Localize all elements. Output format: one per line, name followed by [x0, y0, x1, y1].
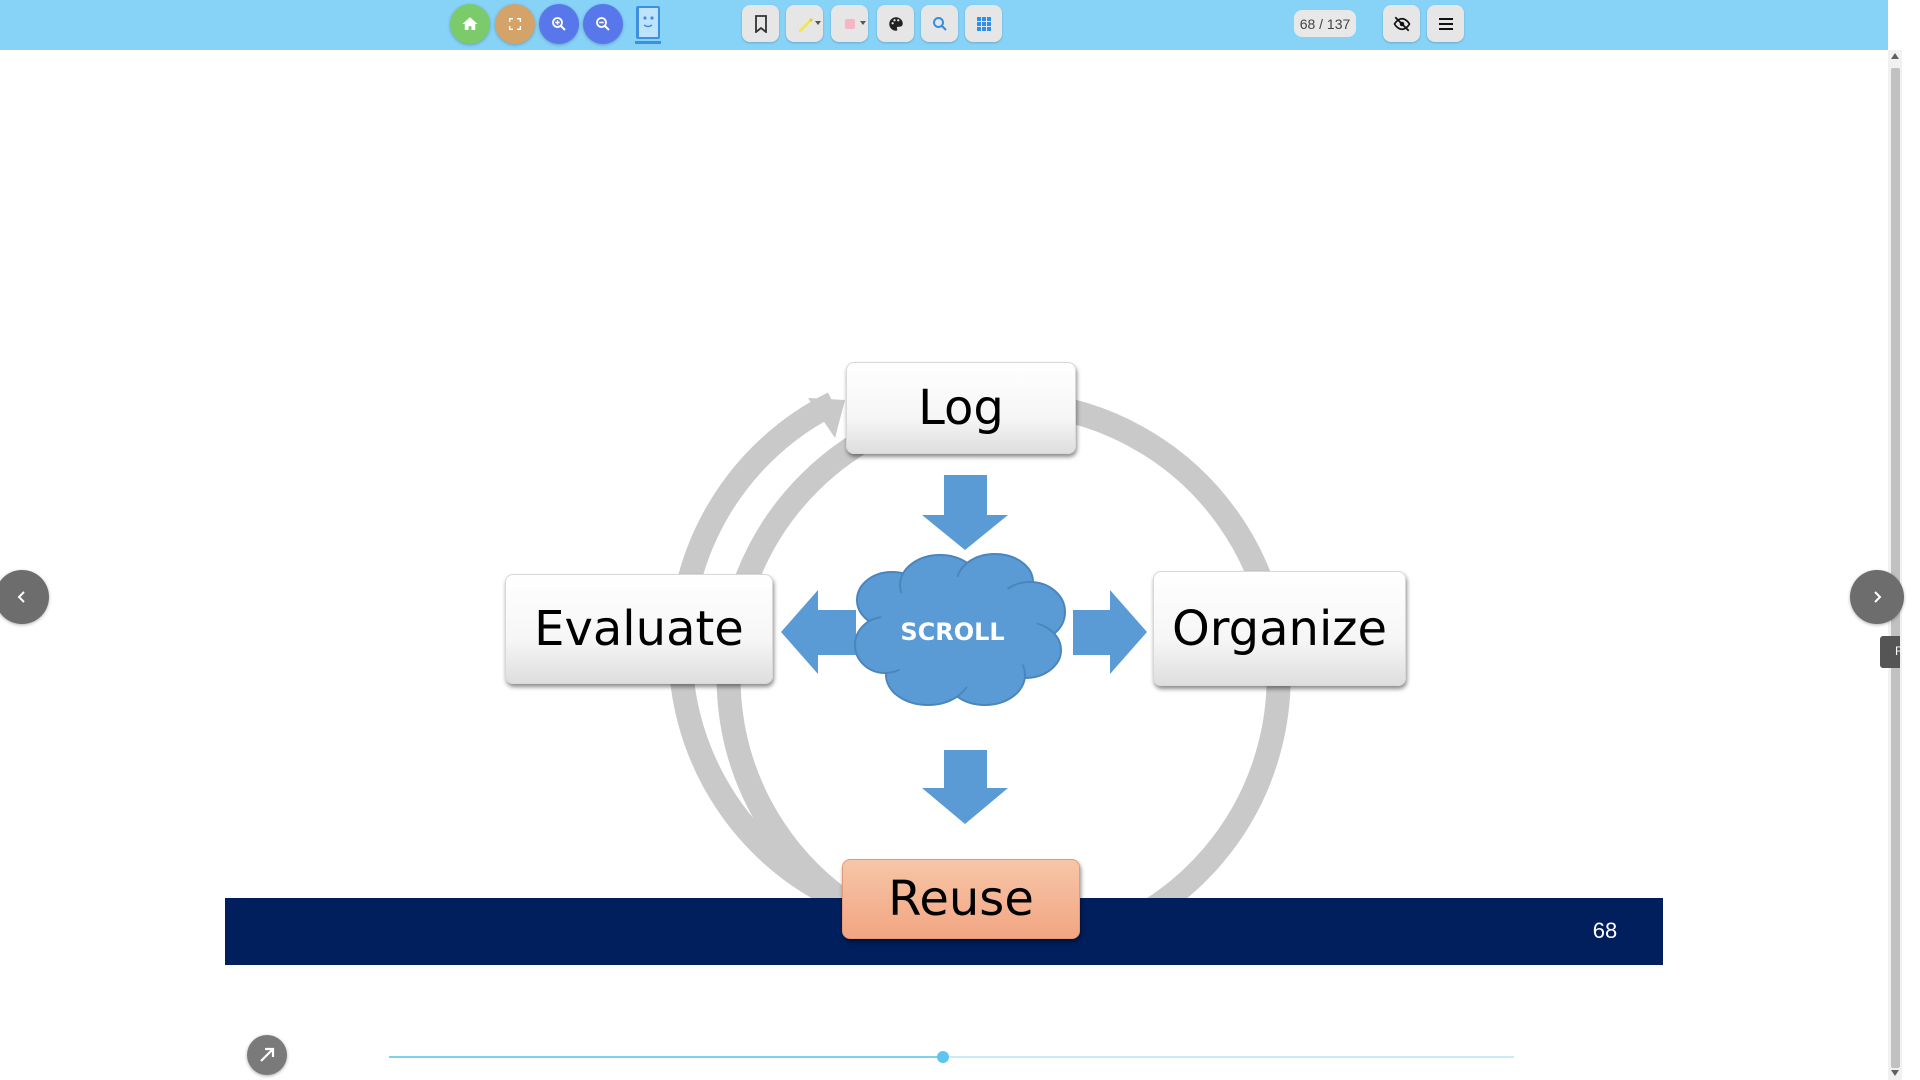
grid-view-button[interactable] — [965, 5, 1002, 42]
zoom-in-icon — [552, 17, 566, 31]
zoom-out-button[interactable] — [583, 4, 623, 44]
chevron-left-icon — [17, 591, 25, 603]
share-arrow-icon — [260, 1047, 275, 1062]
eraser-icon — [844, 18, 855, 29]
highlighter-icon — [798, 17, 813, 32]
scroll-up-arrow[interactable] — [1891, 53, 1899, 59]
node-log: Log — [846, 362, 1076, 454]
arrow-down-lower — [922, 750, 1008, 824]
node-evaluate: Evaluate — [505, 574, 773, 684]
bookmark-icon — [754, 14, 767, 33]
highlighter-dropdown-caret[interactable] — [815, 21, 821, 25]
scrollbar-thumb[interactable] — [1891, 68, 1900, 1068]
arrow-left — [781, 590, 856, 674]
palette-icon — [888, 16, 903, 31]
side-panel-tab[interactable]: F — [1880, 636, 1902, 668]
menu-icon — [1438, 17, 1453, 30]
arrow-right — [1073, 590, 1147, 674]
page-slider-fill — [389, 1056, 943, 1058]
home-icon — [462, 17, 478, 30]
palette-button[interactable] — [877, 5, 914, 42]
node-organize: Organize — [1153, 571, 1406, 686]
page-counter[interactable]: 68 / 137 — [1294, 10, 1356, 37]
arrow-down-upper — [922, 475, 1008, 550]
fullscreen-icon — [509, 18, 521, 30]
home-button[interactable] — [450, 4, 490, 44]
cycle-arrowhead — [808, 398, 845, 438]
search-button[interactable] — [921, 5, 958, 42]
page-slider-track[interactable] — [389, 1051, 1514, 1063]
scroll-cloud — [854, 553, 1066, 706]
node-reuse: Reuse — [842, 859, 1080, 939]
eraser-dropdown-caret[interactable] — [860, 21, 866, 25]
book-logo[interactable] — [630, 3, 666, 47]
bookmark-button[interactable] — [742, 5, 779, 42]
scroll-down-arrow[interactable] — [1891, 1070, 1899, 1076]
zoom-in-button[interactable] — [539, 4, 579, 44]
chevron-right-icon — [1874, 591, 1882, 603]
next-page-button[interactable] — [1850, 570, 1904, 624]
fullscreen-button[interactable] — [495, 4, 535, 44]
hide-toolbar-button[interactable] — [1383, 5, 1420, 42]
menu-button[interactable] — [1427, 5, 1464, 42]
highlighter-button[interactable] — [786, 5, 823, 42]
book-logo-icon — [635, 6, 661, 44]
page-slider-thumb[interactable] — [936, 1051, 949, 1063]
slide-number: 68 — [1592, 918, 1618, 943]
grid-icon — [976, 16, 991, 31]
eye-off-icon — [1393, 16, 1410, 31]
top-toolbar: 68 / 137 — [0, 0, 1888, 50]
eraser-button[interactable] — [831, 5, 868, 42]
search-icon — [932, 16, 947, 31]
scroll-cloud-label: SCROLL — [900, 618, 1005, 646]
zoom-out-icon — [596, 17, 610, 31]
previous-page-button[interactable] — [0, 570, 49, 624]
share-button[interactable] — [247, 1035, 287, 1075]
page-scrollbar[interactable] — [1888, 50, 1902, 1080]
